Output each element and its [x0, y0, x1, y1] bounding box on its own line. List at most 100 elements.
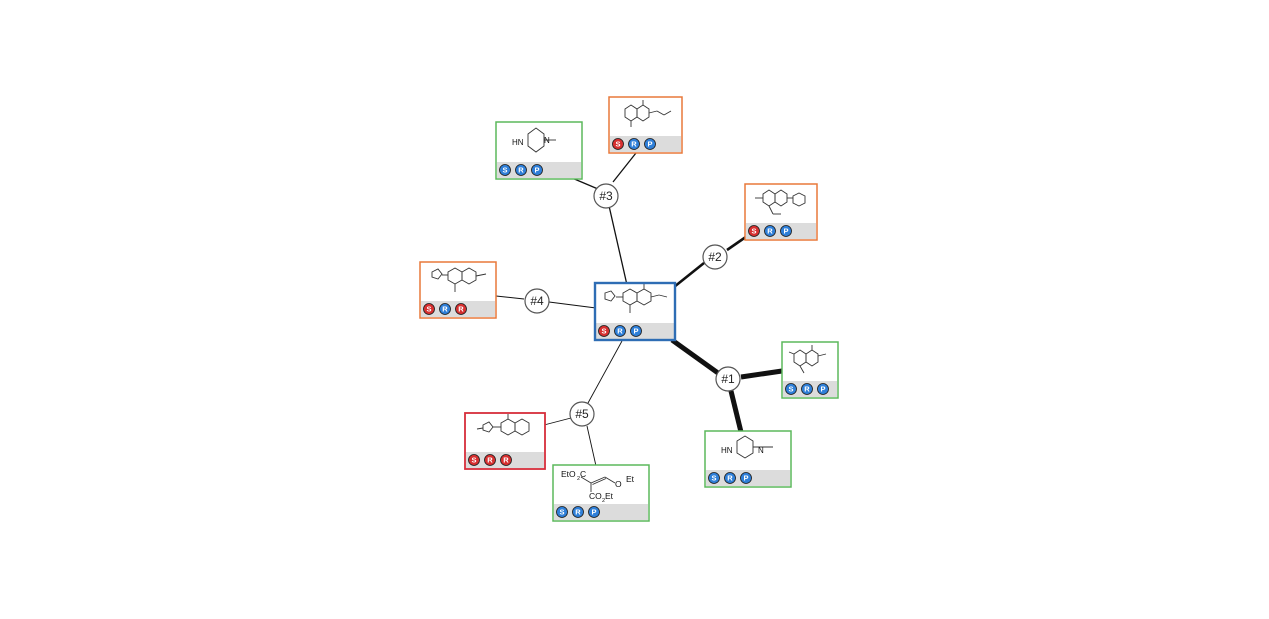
molecule-card-r3-pip[interactable]: HN N S R P	[495, 121, 583, 180]
badge-r-icon[interactable]	[724, 472, 736, 484]
molecule-card-r3-ket[interactable]: S R P	[608, 96, 683, 154]
edge-target-r3	[606, 196, 628, 286]
molecule-card-r2-pre[interactable]: S R P	[744, 183, 818, 241]
badge-p-icon[interactable]	[531, 164, 543, 176]
edge-target-r2	[673, 261, 705, 289]
badge-r-icon[interactable]	[764, 225, 776, 237]
badges: S R P	[785, 383, 829, 395]
badge-s-label: S	[788, 385, 793, 394]
reaction-node-r4[interactable]: #4	[524, 288, 550, 314]
badge-r-icon[interactable]	[515, 164, 527, 176]
edge-r4-pre	[495, 295, 525, 300]
badge-p-label: P	[591, 508, 596, 517]
badge-r-label: R	[804, 385, 810, 394]
badge-r-label: R	[518, 166, 524, 175]
badge-r-icon[interactable]	[801, 383, 813, 395]
badges: S R P	[556, 506, 600, 518]
molecule-card-r1-pip[interactable]: HN N S R P	[704, 430, 792, 488]
badge-p-label: P	[743, 474, 748, 483]
badges: S R R	[468, 454, 512, 466]
molecule-card-r5-pre[interactable]: S R R	[464, 412, 546, 470]
badge-r-icon[interactable]	[614, 325, 626, 337]
edge-r5-pre	[543, 417, 572, 426]
molecule-structure	[476, 414, 530, 436]
badge-p-icon[interactable]	[817, 383, 829, 395]
badge-s-icon[interactable]	[748, 225, 760, 237]
badge-r-icon[interactable]	[439, 303, 451, 315]
molecule-structure	[755, 189, 806, 215]
group-eto2c: EtO	[561, 469, 576, 479]
molecule-structure	[624, 100, 672, 127]
reaction-node-r1[interactable]: #1	[715, 366, 741, 392]
badge-s-icon[interactable]	[423, 303, 435, 315]
badge-s-icon[interactable]	[612, 138, 624, 150]
badges: S R P	[708, 472, 752, 484]
badges: S R P	[499, 164, 543, 176]
badge-p-icon[interactable]	[780, 225, 792, 237]
group-eto2c-c: C	[580, 469, 586, 479]
badge-r2-icon[interactable]	[455, 303, 467, 315]
badge-p-label: P	[633, 327, 638, 336]
reaction-label: #3	[599, 189, 613, 203]
badges: S R P	[748, 225, 792, 237]
badge-s-icon[interactable]	[598, 325, 610, 337]
badge-r-icon[interactable]	[572, 506, 584, 518]
reaction-label: #1	[721, 372, 735, 386]
group-co2et-sub: 2	[602, 498, 605, 504]
badge-r-label: R	[631, 140, 637, 149]
badge-r-label: R	[617, 327, 623, 336]
badge-r2-label: R	[458, 305, 464, 314]
group-o: O	[615, 479, 622, 489]
badge-p-label: P	[783, 227, 788, 236]
molecule-card-r4-pre[interactable]: S R R	[419, 261, 497, 319]
molecule-card-r1-core[interactable]: S R P	[781, 341, 839, 399]
badge-s-icon[interactable]	[708, 472, 720, 484]
reaction-label: #4	[530, 294, 544, 308]
badge-s-icon[interactable]	[556, 506, 568, 518]
edge-target-r4	[548, 301, 597, 309]
molecule-card-r5-emme[interactable]: EtO 2 C O Et CO 2 Et S R P	[552, 464, 650, 522]
group-eto2c-sub: 2	[577, 476, 580, 482]
edge-r3-pip	[571, 177, 599, 190]
reaction-label: #5	[575, 407, 589, 421]
reaction-node-r3[interactable]: #3	[593, 183, 619, 209]
badge-r-label: R	[575, 508, 581, 517]
group-co2et-et: Et	[605, 491, 614, 501]
badge-p-icon[interactable]	[644, 138, 656, 150]
badge-p-label: P	[534, 166, 539, 175]
edge-r1-core	[740, 368, 783, 380]
badge-r-label: R	[487, 456, 493, 465]
badge-p-icon[interactable]	[630, 325, 642, 337]
badge-r-label: R	[442, 305, 448, 314]
badge-r-label: R	[767, 227, 773, 236]
badge-s-icon[interactable]	[468, 454, 480, 466]
badge-r-icon[interactable]	[484, 454, 496, 466]
atom-hn: HN	[512, 138, 524, 147]
badges: S R P	[612, 138, 656, 150]
atom-hn: HN	[721, 446, 733, 455]
edge-target-r5	[587, 340, 623, 404]
molecule-structure	[580, 476, 616, 492]
edge-r3-ket	[612, 152, 637, 183]
badge-p-icon[interactable]	[588, 506, 600, 518]
badge-s-icon[interactable]	[499, 164, 511, 176]
reaction-node-r5[interactable]: #5	[569, 401, 595, 427]
badge-s-icon[interactable]	[785, 383, 797, 395]
badge-s-label: S	[502, 166, 507, 175]
reaction-node-r2[interactable]: #2	[702, 244, 728, 270]
reaction-label: #2	[708, 250, 722, 264]
badges: S R P	[598, 325, 642, 337]
molecule-structure	[788, 345, 827, 374]
atom-n: N	[544, 136, 550, 145]
badge-p-icon[interactable]	[740, 472, 752, 484]
tree-edges	[495, 152, 783, 467]
badge-r-icon[interactable]	[628, 138, 640, 150]
badge-s-label: S	[751, 227, 756, 236]
molecule-structure	[736, 435, 773, 459]
molecule-card-target[interactable]: S R P	[593, 281, 677, 342]
badge-s-label: S	[711, 474, 716, 483]
badge-r2-icon[interactable]	[500, 454, 512, 466]
edge-r5-emme	[586, 425, 597, 467]
molecule-structure	[604, 283, 668, 313]
